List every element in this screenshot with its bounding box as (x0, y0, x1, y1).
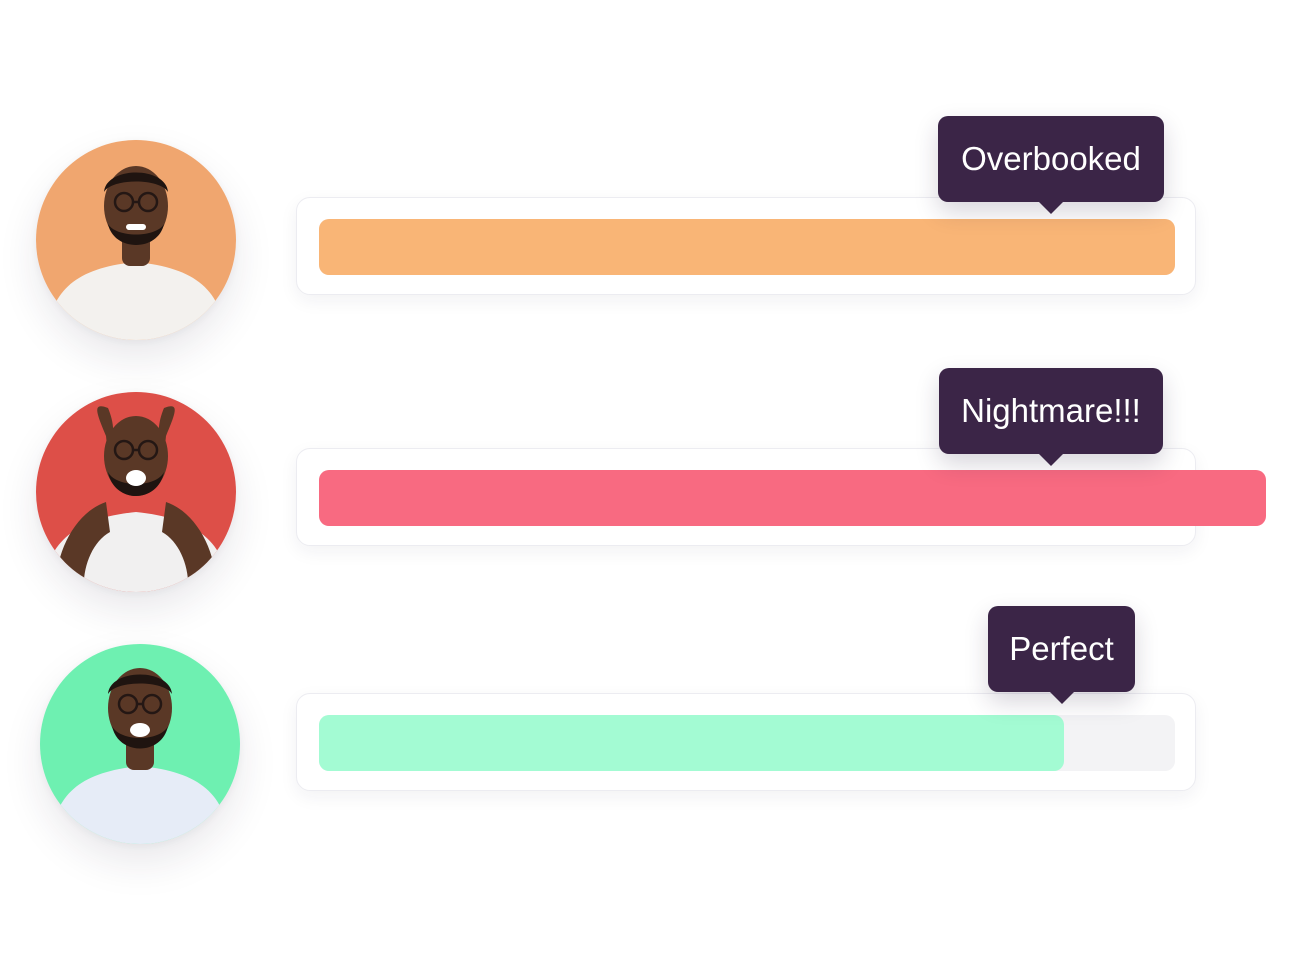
person-portrait-icon (36, 140, 236, 340)
capacity-row-nightmare: Nightmare!!! (0, 362, 1300, 622)
capacity-bar (319, 715, 1064, 771)
capacity-track (296, 693, 1196, 791)
status-tooltip: Perfect (988, 606, 1135, 704)
avatar (36, 392, 236, 592)
capacity-row-perfect: Perfect (0, 600, 1300, 860)
person-portrait-icon (40, 644, 240, 844)
avatar (40, 644, 240, 844)
capacity-bar (319, 219, 1175, 275)
avatar-shirt (50, 766, 230, 844)
avatar (36, 140, 236, 340)
person-portrait-icon (36, 392, 236, 592)
status-tooltip: Overbooked (938, 116, 1164, 214)
capacity-row-overbooked: Overbooked (0, 110, 1300, 370)
capacity-bar (319, 470, 1266, 526)
avatar-shirt (46, 262, 226, 340)
capacity-track (296, 448, 1266, 546)
status-tooltip: Nightmare!!! (939, 368, 1163, 466)
